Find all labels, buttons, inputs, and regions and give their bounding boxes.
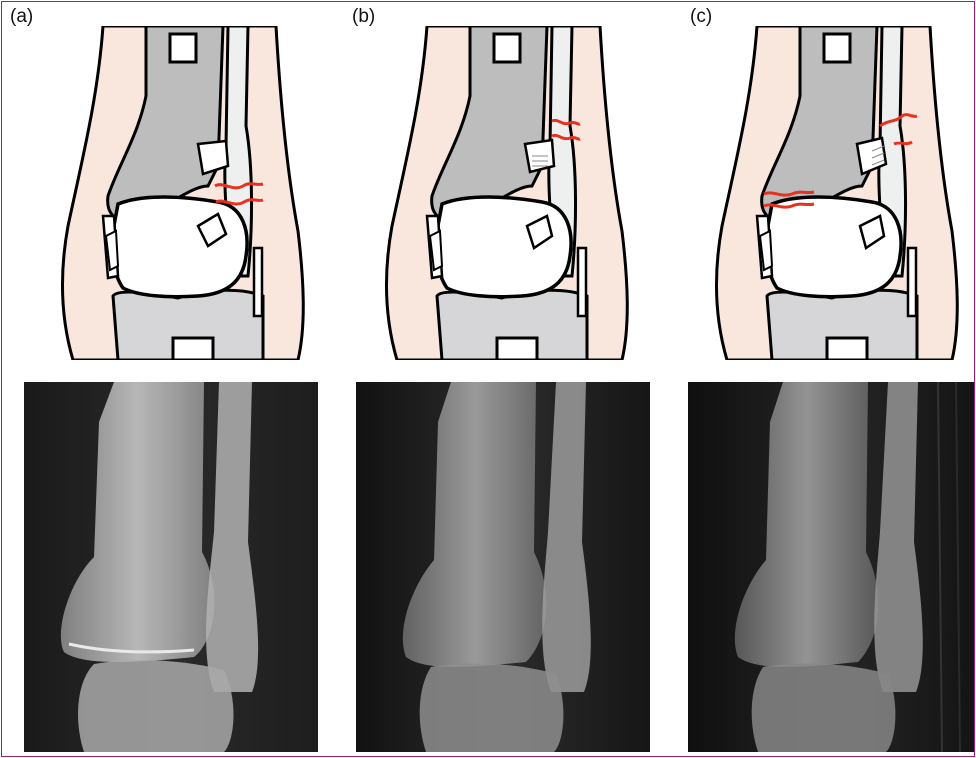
ankle-diagram-a	[58, 26, 308, 360]
xray-image-a	[24, 382, 318, 752]
panel-label-a: (a)	[10, 6, 33, 28]
xray-image-c	[688, 382, 974, 752]
xray-image-b	[356, 382, 650, 752]
ankle-diagram-b	[382, 26, 632, 360]
panel-label-c: (c)	[690, 6, 712, 28]
panel-label-b: (b)	[352, 6, 375, 28]
ankle-diagram-c	[712, 26, 962, 360]
